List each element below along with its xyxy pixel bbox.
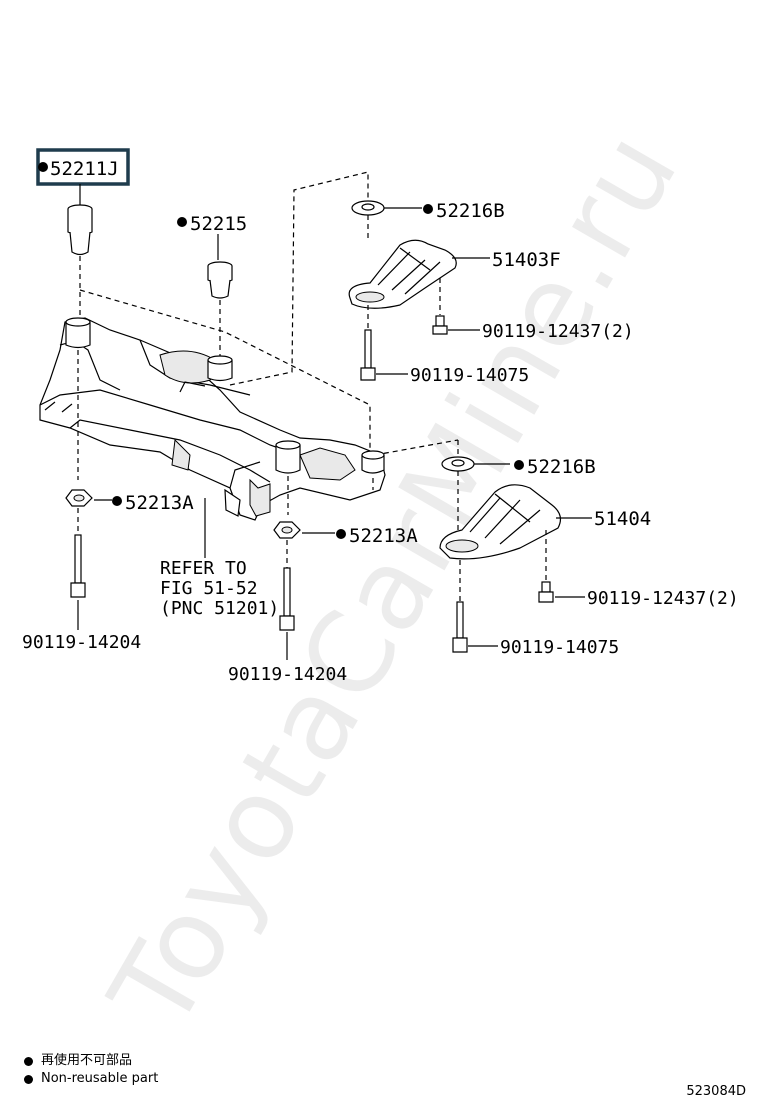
label-52215[interactable]: 52215	[190, 213, 247, 235]
bolt-90119-12437-right[interactable]	[538, 581, 554, 603]
label-51404[interactable]: 51404	[594, 508, 651, 530]
label-52213A-mid[interactable]: 52213A	[349, 525, 418, 547]
cushion-52216B-top[interactable]	[351, 200, 385, 216]
filled-circle-icon	[24, 1074, 33, 1084]
non-reusable-dot-icon	[38, 162, 48, 172]
refer-note-line2: FIG 51-52	[160, 578, 258, 599]
legend-row-cn: 再使用不可部品	[24, 1052, 158, 1070]
bushing-52215[interactable]	[207, 261, 233, 299]
retainer-52213A-left[interactable]	[65, 489, 93, 507]
label-90119-14075-top[interactable]: 90119-14075	[410, 365, 529, 386]
filled-circle-icon	[24, 1056, 33, 1066]
retainer-52213A-mid[interactable]	[273, 521, 301, 539]
non-reusable-dot-icon	[112, 496, 122, 506]
bolt-90119-14204-left[interactable]	[70, 534, 86, 598]
label-52216B-top[interactable]: 52216B	[436, 200, 505, 222]
bolt-90119-12437-top[interactable]	[432, 315, 448, 335]
bolt-90119-14075-right[interactable]	[452, 601, 468, 653]
diagram-code: 523084D	[686, 1084, 746, 1099]
refer-note-line1: REFER TO	[160, 558, 247, 579]
label-90119-12437-top[interactable]: 90119-12437(2)	[482, 321, 634, 342]
non-reusable-dot-icon	[514, 460, 524, 470]
legend-row-en: Non-reusable part	[24, 1070, 158, 1088]
non-reusable-dot-icon	[423, 204, 433, 214]
bushing-52211J[interactable]	[67, 204, 93, 256]
legend-text-cn: 再使用不可部品	[41, 1053, 133, 1068]
bolt-90119-14075-top[interactable]	[360, 329, 376, 381]
label-90119-12437-right[interactable]: 90119-12437(2)	[587, 588, 739, 609]
cushion-52216B-right[interactable]	[441, 456, 475, 472]
label-90119-14204-mid[interactable]: 90119-14204	[228, 664, 347, 685]
label-52216B-right[interactable]: 52216B	[527, 456, 596, 478]
non-reusable-dot-icon	[336, 529, 346, 539]
legend: 再使用不可部品 Non-reusable part	[24, 1052, 158, 1088]
bolt-90119-14204-mid[interactable]	[279, 567, 295, 631]
label-52211J[interactable]: 52211J	[50, 158, 119, 180]
non-reusable-dot-icon	[177, 217, 187, 227]
legend-text-en: Non-reusable part	[41, 1071, 159, 1086]
label-90119-14075-right[interactable]: 90119-14075	[500, 637, 619, 658]
front-suspension-crossmember[interactable]	[39, 317, 386, 521]
refer-note-line3: (PNC 51201)	[160, 598, 279, 619]
brace-51403F[interactable]	[348, 239, 457, 309]
brace-51404[interactable]	[439, 484, 562, 560]
label-51403F[interactable]: 51403F	[492, 249, 561, 271]
label-52213A-left[interactable]: 52213A	[125, 492, 194, 514]
label-90119-14204-left[interactable]: 90119-14204	[22, 632, 141, 653]
